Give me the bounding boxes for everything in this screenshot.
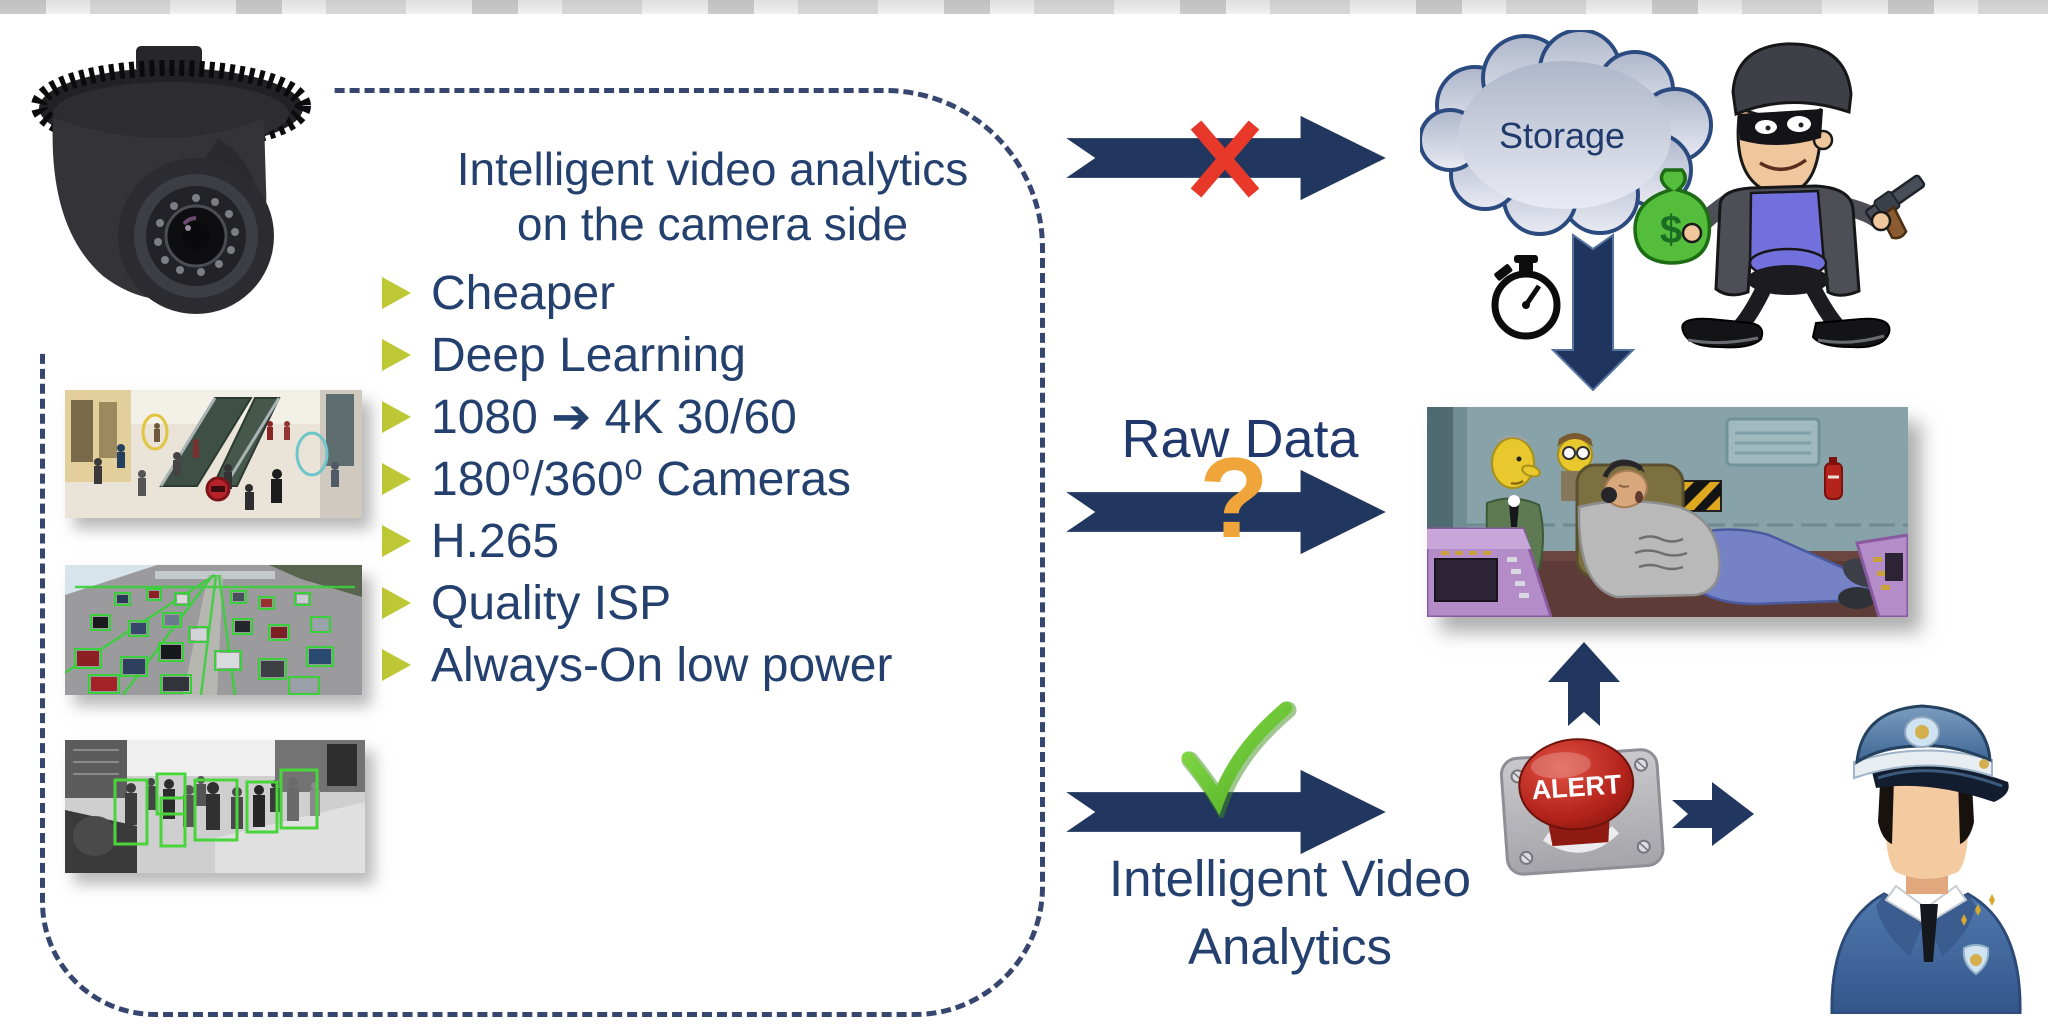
- bullet-item: Cheaper: [382, 262, 892, 324]
- green-check-icon: [1181, 701, 1297, 818]
- panel-title-line1: Intelligent video analytics: [456, 143, 969, 195]
- arrow-raw-data: [1066, 469, 1386, 555]
- iva-label-line1: Intelligent Video: [1108, 850, 1471, 907]
- panel-title: Intelligent video analytics on the camer…: [355, 142, 1070, 252]
- bullet-triangle-icon: [382, 277, 411, 309]
- intelligent-video-analytics-label: Intelligent Video Analytics: [1050, 845, 1530, 981]
- storage-theft-illustration: Storage $: [1420, 30, 1926, 392]
- iva-label-line2: Analytics: [1187, 917, 1393, 975]
- panel-title-line2: on the camera side: [516, 198, 909, 251]
- bullet-triangle-icon: [382, 401, 411, 433]
- smithers-figure: [1557, 433, 1593, 501]
- crowd-detection-image: [65, 740, 365, 873]
- cap-badge-icon: [1904, 716, 1940, 748]
- bullet-item: 180⁰/360⁰ Cameras: [382, 448, 892, 510]
- monitoring-room-scene: [1425, 407, 1910, 619]
- bullet-triangle-icon: [382, 339, 411, 371]
- alert-label: ALERT: [1531, 769, 1623, 805]
- red-cross-icon: [1190, 120, 1260, 198]
- svg-text:$: $: [1660, 208, 1682, 252]
- mall-people: [94, 421, 339, 510]
- bullet-triangle-icon: [382, 463, 411, 495]
- traffic-scene: [48, 565, 362, 696]
- bullet-label: Quality ISP: [431, 576, 672, 630]
- monitoring-room-image: [1425, 407, 1910, 619]
- dome-camera-illustration: [31, 46, 311, 314]
- police-officer-image: [1812, 652, 2040, 1016]
- alert-button-art: ALERT: [1499, 738, 1665, 876]
- gun-icon: [1865, 174, 1926, 240]
- bullet-triangle-icon: [382, 525, 411, 557]
- up-arrow-icon: [1548, 642, 1620, 726]
- highlight-ellipse-teal: [295, 431, 329, 477]
- bullet-item: Always-On low power: [382, 634, 892, 696]
- cars: [74, 588, 334, 695]
- rank-stars: [1961, 894, 1995, 926]
- bullet-label: 180⁰/360⁰ Cameras: [431, 453, 852, 506]
- bullet-label: Always-On low power: [431, 638, 893, 692]
- dome-camera-image: [8, 18, 333, 353]
- raw-data-label: Raw Data: [1121, 409, 1359, 469]
- feature-bullet-list: Cheaper Deep Learning 1080 ➔ 4K 30/60 18…: [382, 262, 892, 696]
- arrow-analytics: [1066, 769, 1386, 855]
- stopwatch-icon: [1491, 255, 1561, 340]
- small-right-arrow-icon: [1672, 782, 1754, 846]
- crowd-people: [125, 776, 320, 830]
- crowd-scene: [65, 740, 365, 873]
- mall-scene: [65, 390, 362, 518]
- bullet-item: Deep Learning: [382, 324, 892, 386]
- left-console: [1425, 527, 1554, 619]
- hoodie-print: [1634, 535, 1688, 571]
- bullet-item: Quality ISP: [382, 572, 892, 634]
- bullet-label: H.265: [431, 514, 560, 568]
- question-mark-icon: ?: [1199, 435, 1269, 562]
- highlight-ellipse-yellow: [141, 413, 169, 451]
- bullet-triangle-icon: [382, 649, 411, 681]
- chest-badge-icon: [1962, 944, 1990, 976]
- alert-button: ALERT: [1486, 714, 1676, 879]
- detection-boxes: [113, 768, 319, 848]
- storage-label: Storage: [1499, 115, 1625, 156]
- down-arrow-icon: [1550, 233, 1636, 392]
- bullet-label: 1080 ➔ 4K 30/60: [431, 391, 797, 444]
- camera-side-panel-border: [40, 88, 1045, 1017]
- bullet-triangle-icon: [382, 587, 411, 619]
- bullet-item: 1080 ➔ 4K 30/60: [382, 386, 892, 448]
- top-artifact-strip: [0, 0, 2048, 14]
- traffic-detection-image: [48, 565, 362, 696]
- police-officer-art: [1830, 704, 2022, 1016]
- bullet-label: Deep Learning: [431, 328, 746, 382]
- bullet-item: H.265: [382, 510, 892, 572]
- mall-surveillance-image: [65, 390, 362, 518]
- burglar-illustration: $: [1633, 42, 1926, 349]
- bullet-label: Cheaper: [431, 266, 616, 320]
- fire-extinguisher: [1824, 457, 1843, 500]
